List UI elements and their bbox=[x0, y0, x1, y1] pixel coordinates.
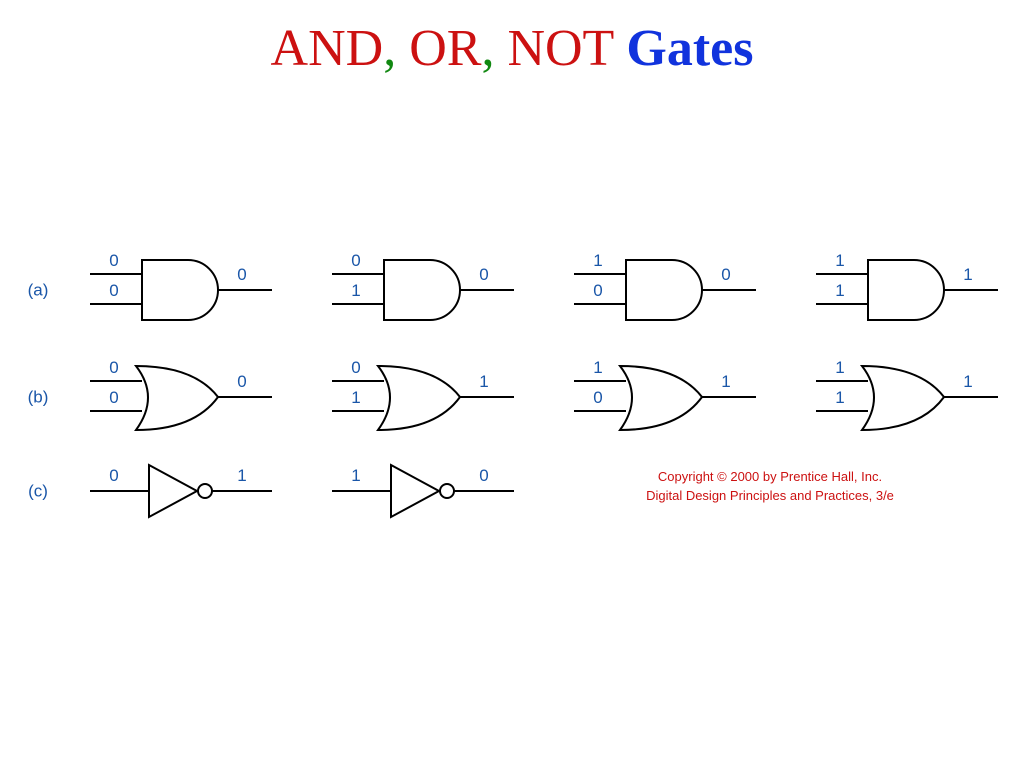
row-label: (a) bbox=[28, 280, 49, 299]
input-value: 0 bbox=[593, 388, 602, 407]
input-value: 1 bbox=[351, 388, 360, 407]
title-part: AND bbox=[270, 20, 384, 77]
or-gate-body bbox=[133, 364, 220, 432]
input-value: 1 bbox=[835, 251, 844, 270]
input-value: 0 bbox=[109, 251, 118, 270]
input-value: 1 bbox=[835, 281, 844, 300]
output-value: 0 bbox=[237, 372, 246, 391]
not-gate-body bbox=[148, 463, 200, 519]
not-gate-body bbox=[390, 463, 442, 519]
copyright-line-2: Digital Design Principles and Practices,… bbox=[646, 488, 894, 503]
input-value: 1 bbox=[351, 466, 360, 485]
input-value: 0 bbox=[109, 358, 118, 377]
title-part: Gates bbox=[626, 20, 754, 77]
input-value: 0 bbox=[109, 388, 118, 407]
or-gate-body bbox=[859, 364, 946, 432]
row-label: (c) bbox=[28, 481, 48, 500]
and-gate-body bbox=[383, 259, 461, 321]
input-value: 1 bbox=[593, 358, 602, 377]
input-value: 1 bbox=[351, 281, 360, 300]
title-part: NOT bbox=[494, 20, 627, 77]
title-part: , bbox=[383, 20, 397, 77]
page-title: AND, OR, NOT Gates bbox=[0, 14, 1024, 84]
output-value: 1 bbox=[237, 466, 246, 485]
copyright-line-1: Copyright © 2000 by Prentice Hall, Inc. bbox=[658, 469, 882, 484]
and-gate-body bbox=[141, 259, 219, 321]
inversion-bubble bbox=[197, 483, 213, 499]
output-value: 1 bbox=[963, 372, 972, 391]
row-label: (b) bbox=[28, 387, 49, 406]
and-gate: 0 1 0 bbox=[332, 251, 514, 321]
input-value: 0 bbox=[351, 358, 360, 377]
or-gate: 1 0 1 bbox=[574, 358, 756, 432]
or-gate: 0 0 0 bbox=[90, 358, 272, 432]
input-value: 0 bbox=[593, 281, 602, 300]
and-gate: 0 0 0 bbox=[90, 251, 272, 321]
output-value: 1 bbox=[479, 372, 488, 391]
input-value: 1 bbox=[593, 251, 602, 270]
output-value: 1 bbox=[721, 372, 730, 391]
title-part: OR bbox=[396, 20, 482, 77]
gate-row-0: (a) 0 0 0 0 1 0 1 0 0 1 1 1 bbox=[28, 251, 998, 321]
output-value: 0 bbox=[721, 265, 730, 284]
or-gate: 1 1 1 bbox=[816, 358, 998, 432]
and-gate-body bbox=[625, 259, 703, 321]
input-value: 0 bbox=[109, 281, 118, 300]
or-gate-body bbox=[375, 364, 462, 432]
output-value: 0 bbox=[479, 265, 488, 284]
gate-row-1: (b) 0 0 0 0 1 1 1 0 1 1 1 1 bbox=[28, 358, 998, 432]
and-gate: 1 0 0 bbox=[574, 251, 756, 321]
and-gate-body bbox=[867, 259, 945, 321]
title-part: , bbox=[481, 20, 495, 77]
input-value: 0 bbox=[351, 251, 360, 270]
inversion-bubble bbox=[439, 483, 455, 499]
output-value: 1 bbox=[963, 265, 972, 284]
output-value: 0 bbox=[237, 265, 246, 284]
or-gate-body bbox=[617, 364, 704, 432]
input-value: 1 bbox=[835, 388, 844, 407]
input-value: 0 bbox=[109, 466, 118, 485]
or-gate: 0 1 1 bbox=[332, 358, 514, 432]
input-value: 1 bbox=[835, 358, 844, 377]
output-value: 0 bbox=[479, 466, 488, 485]
and-gate: 1 1 1 bbox=[816, 251, 998, 321]
